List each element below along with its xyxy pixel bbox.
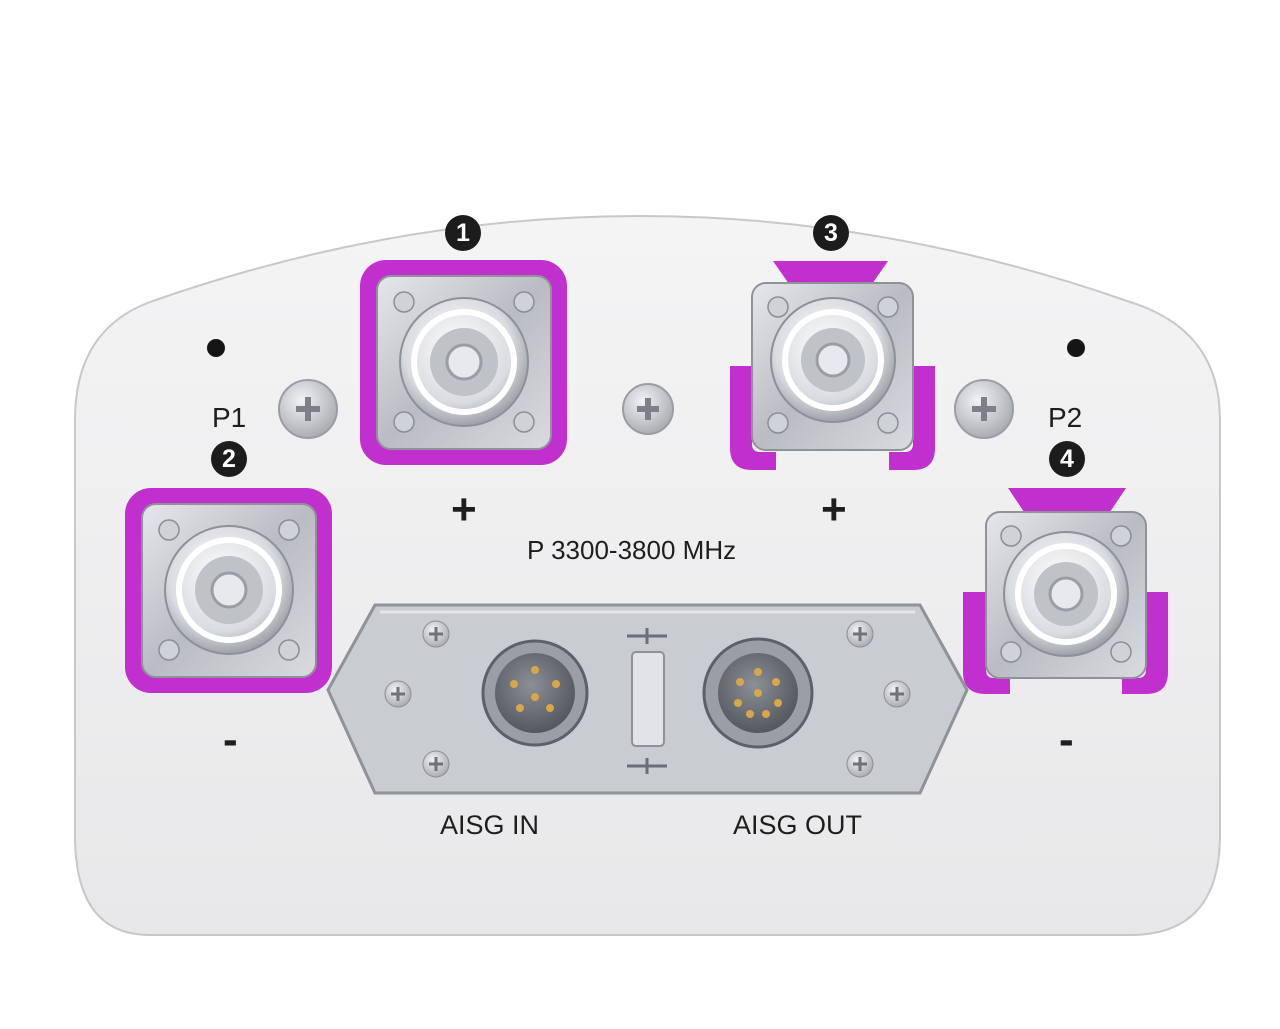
port-1-polarity: + [451,485,477,534]
port-4-connector[interactable] [963,488,1168,694]
aisg-in-label: AISG IN [440,810,540,840]
indicator-hole-icon [207,339,225,357]
port-1-number-badge: 1 [445,215,481,251]
screw-icon [954,379,1014,439]
port-3-polarity: + [821,485,847,534]
port-2-number-badge: 2 [211,441,247,477]
port-4-number-badge: 4 [1049,441,1085,477]
frequency-band-label: P 3300-3800 MHz [527,535,737,565]
port-3-connector[interactable] [730,261,935,470]
screw-icon [883,680,911,708]
port-1-connector[interactable] [360,260,567,465]
port-4-polarity: - [1059,715,1074,764]
screw-icon [622,383,674,435]
port-3-number-badge: 3 [813,215,849,251]
screw-icon [278,379,338,439]
aisg-in-connector[interactable] [481,639,589,747]
port-2-connector[interactable] [125,488,332,693]
screw-icon [846,750,874,778]
screw-icon [846,620,874,648]
aisg-module [326,603,969,795]
screw-icon [422,620,450,648]
group-label-p2: P2 [1048,402,1083,433]
aisg-out-label: AISG OUT [733,810,863,840]
aisg-out-connector[interactable] [702,637,814,749]
port-2-polarity: - [223,715,238,764]
group-label-p1: P1 [212,402,247,433]
screw-icon [384,680,412,708]
screw-icon [422,750,450,778]
indicator-hole-icon [1067,339,1085,357]
